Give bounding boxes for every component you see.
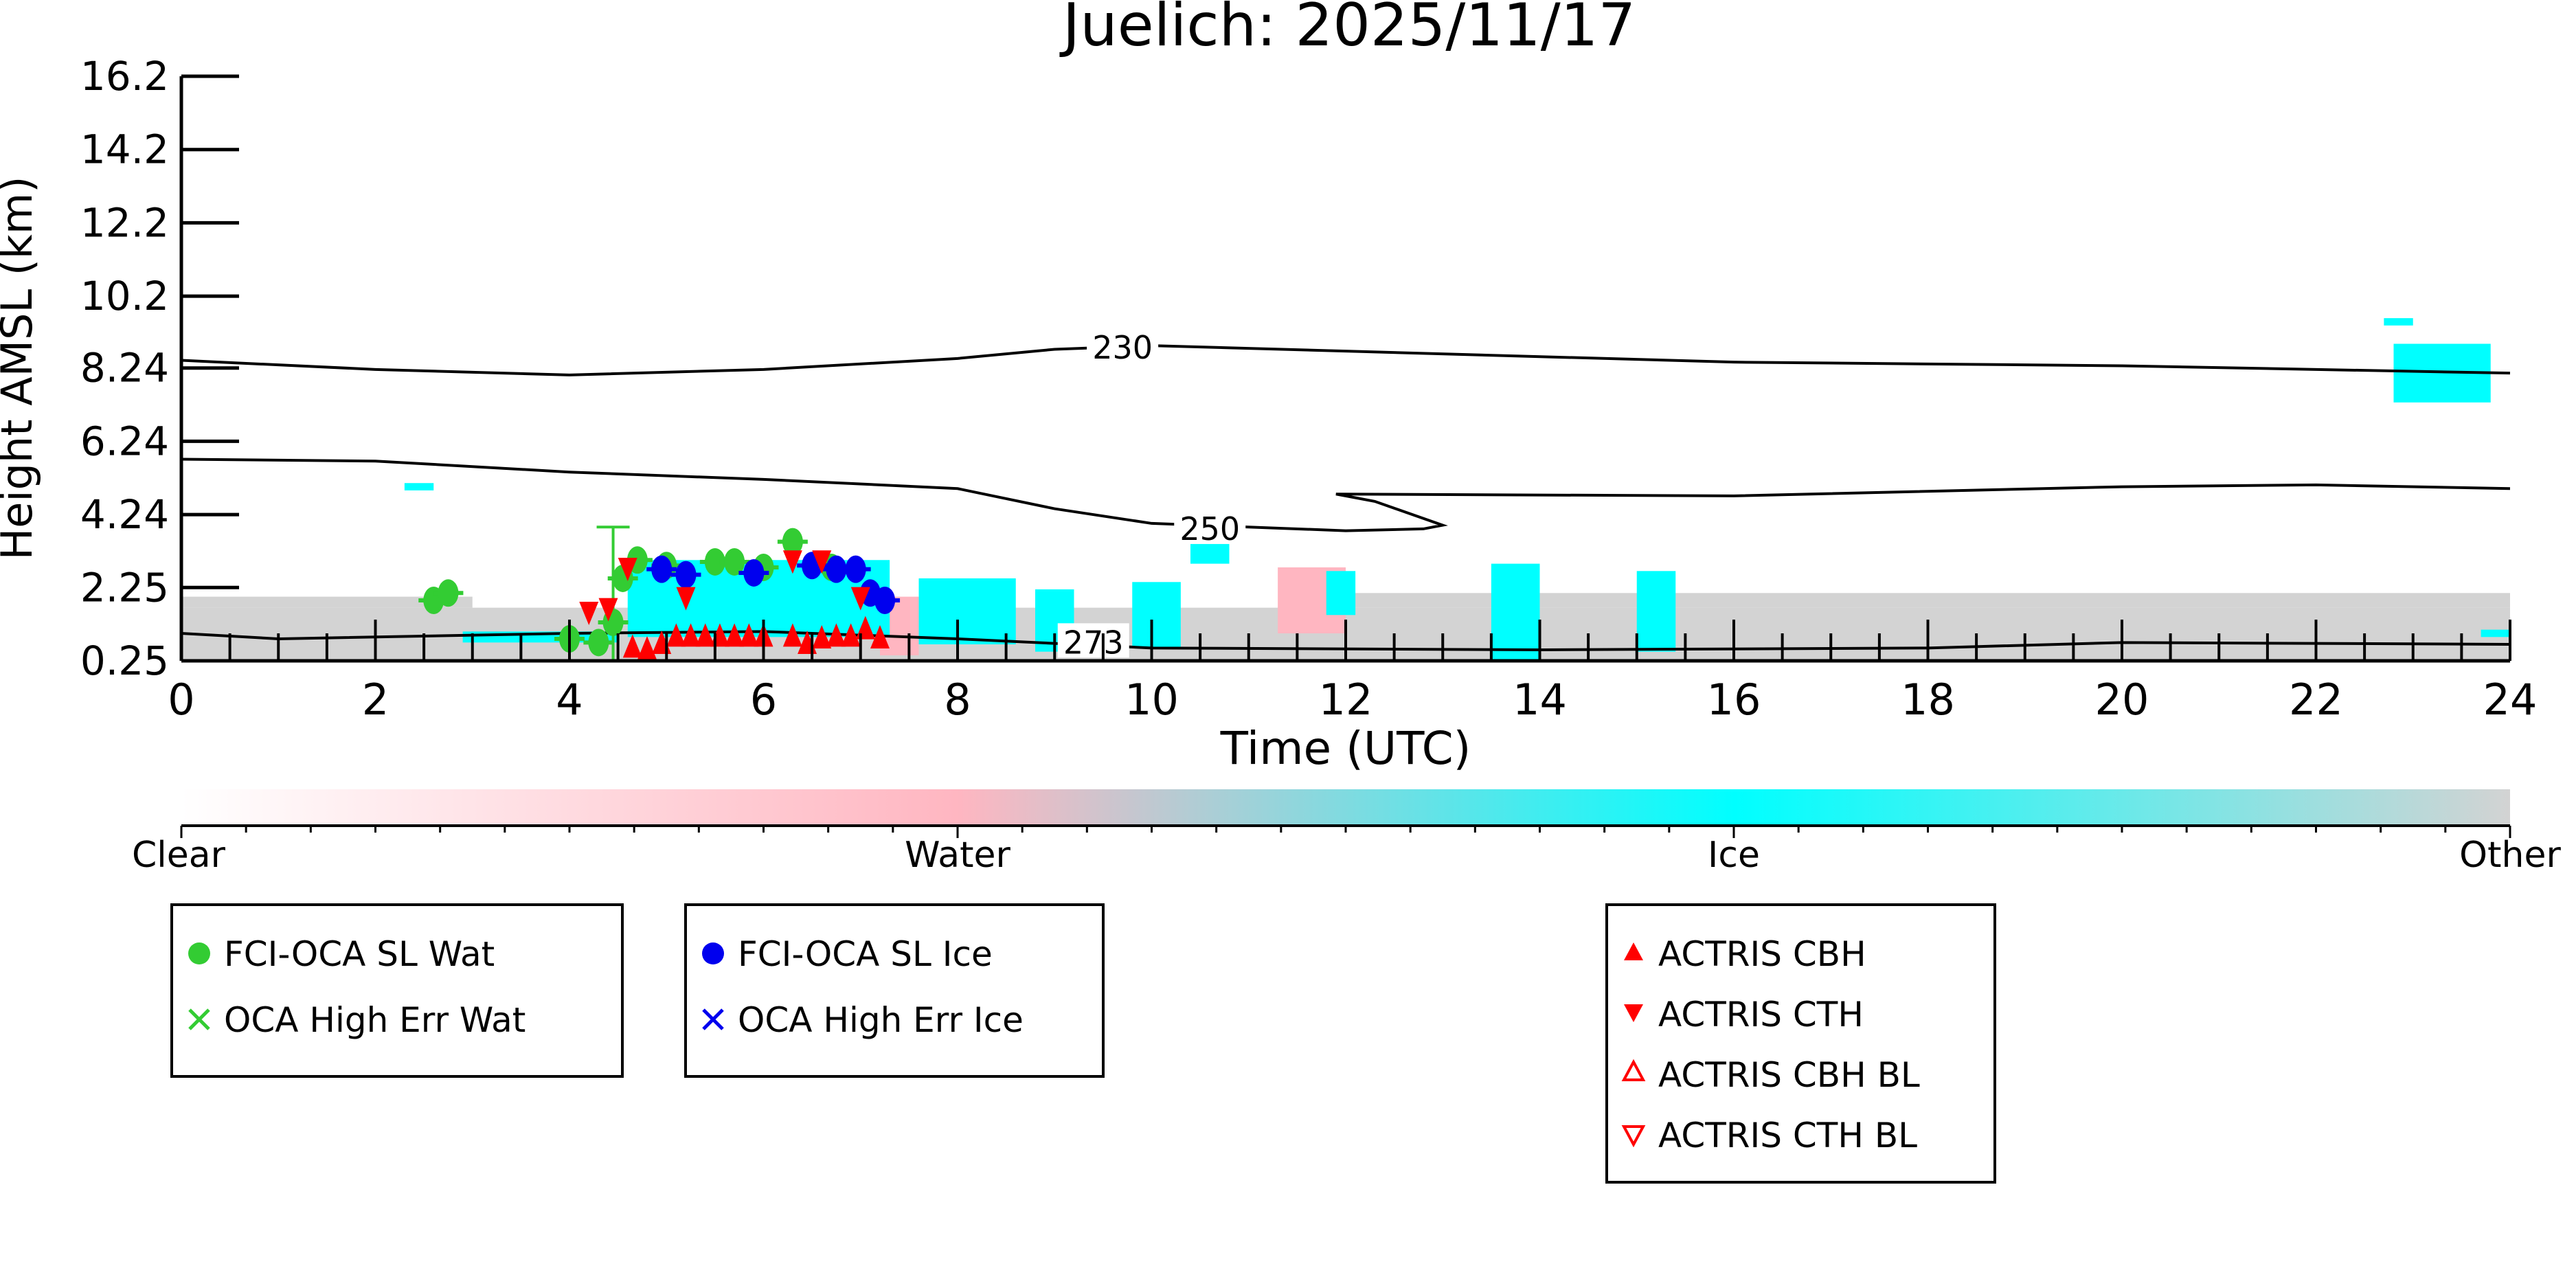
legend-marker-triangle-up (1624, 942, 1643, 960)
x-tick-label: 4 (556, 675, 583, 725)
temperature-contour-250 (181, 457, 2511, 532)
y-tick-label: 14.2 (80, 126, 169, 173)
legend-label: ACTRIS CBH BL (1658, 1055, 1920, 1095)
marker-actris-cth (598, 598, 618, 622)
y-tick-label: 4.24 (80, 491, 169, 538)
legend-label: OCA High Err Ice (738, 1000, 1024, 1040)
marker-actris-cth (618, 557, 637, 581)
cloud-region-ice (2481, 629, 2510, 637)
legend-marker-triangle-up-open (1621, 1059, 1646, 1081)
legend-label: FCI-OCA SL Wat (224, 934, 495, 974)
x-tick-label: 0 (168, 675, 194, 725)
colorbar-label-clear: Clear (132, 835, 226, 876)
y-tick-label: 0.25 (80, 637, 169, 684)
y-axis-label: Height AMSL (km) (0, 177, 42, 561)
x-tick-label: 8 (944, 675, 971, 725)
marker-actris-cbh (812, 624, 832, 648)
cloud-region-other (181, 596, 473, 608)
cloud-region-ice (1326, 571, 1356, 615)
marker-fci-oca-sl-ice (743, 558, 765, 587)
contour-label-bg (1174, 509, 1246, 544)
marker-actris-cbh (637, 635, 657, 659)
marker-fci-oca-sl-ice (651, 555, 673, 583)
legend-marker-circle-blue (702, 942, 724, 964)
colorbar-gradient (181, 789, 2510, 826)
x-tick-label: 22 (2289, 675, 2343, 725)
marker-actris-cbh (622, 634, 642, 658)
legend-actris: ACTRIS CBH ACTRIS CTH ACTRIS CBH BL ACTR… (1605, 903, 1996, 1184)
x-tick-label: 6 (750, 675, 777, 725)
colorbar: Clear Water Ice Other (132, 789, 2561, 876)
y-tick-label: 8.24 (80, 345, 169, 392)
marker-actris-cbh (681, 623, 701, 647)
legend-marker-circle-green (188, 942, 210, 964)
contour-label: 230 (1092, 329, 1153, 366)
x-tick-label: 2 (362, 675, 389, 725)
legend-marker-triangle-down (1624, 1004, 1643, 1022)
contour-label: 273 (1063, 624, 1124, 661)
cloud-region-ice (404, 483, 434, 490)
plot-area: 230 250 273 0.25 2.25 4.24 6.24 8.24 10.2 12.2 14.… (80, 53, 2538, 725)
marker-actris-cth (812, 550, 832, 574)
marker-fci-oca-sl-wat (724, 547, 745, 576)
chart-title: Juelich: 2025/11/17 (1059, 0, 1636, 60)
colorbar-label-ice: Ice (1708, 835, 1760, 876)
legend-ice: FCI-OCA SL Ice OCA High Err Ice (684, 903, 1105, 1078)
x-tick-label: 12 (1319, 675, 1373, 725)
legend-marker-triangle-down-open (1621, 1125, 1646, 1148)
x-tick-label: 18 (1901, 675, 1955, 725)
marker-fci-oca-sl-wat (782, 528, 803, 556)
marker-actris-cbh (870, 624, 890, 648)
marker-actris-cbh (739, 623, 759, 647)
x-tick-label: 10 (1125, 675, 1179, 725)
legend-water: FCI-OCA SL Wat OCA High Err Wat (170, 903, 624, 1078)
marker-fci-oca-sl-ice (675, 561, 697, 589)
legend-label: ACTRIS CBH (1658, 934, 1866, 974)
legend-marker-x-green (188, 1008, 210, 1030)
x-tick-label: 20 (2095, 675, 2149, 725)
cloud-region-ice (1491, 563, 1540, 661)
contour-label-bg (1057, 623, 1129, 658)
legend-label: FCI-OCA SL Ice (738, 934, 993, 974)
marker-fci-oca-sl-wat (588, 629, 609, 657)
marker-actris-cbh (826, 623, 846, 647)
cloud-region-ice (1636, 571, 1676, 652)
marker-actris-cbh (666, 623, 686, 647)
legend-label: ACTRIS CTH (1658, 995, 1864, 1035)
y-tick-label: 2.25 (80, 564, 169, 611)
y-tick-label: 10.2 (80, 273, 169, 319)
temperature-contour-230 (181, 344, 2511, 376)
marker-fci-oca-sl-ice (845, 555, 866, 583)
y-tick-label: 16.2 (80, 53, 169, 100)
legend-label: OCA High Err Wat (224, 1000, 526, 1040)
contour-label: 250 (1179, 510, 1240, 547)
marker-fci-oca-sl-ice (874, 586, 896, 614)
error-bar (596, 526, 630, 661)
x-axis-label: Time (UTC) (1220, 722, 1471, 775)
marker-actris-cbh (725, 623, 745, 647)
x-tick-label: 16 (1707, 675, 1761, 725)
legend-marker-x-blue (702, 1008, 724, 1030)
marker-fci-oca-sl-ice (826, 555, 847, 583)
marker-actris-cth (850, 587, 870, 611)
marker-fci-oca-sl-wat (704, 547, 725, 576)
marker-actris-cth (676, 587, 696, 611)
marker-fci-oca-sl-wat (438, 579, 459, 607)
marker-actris-cth (579, 601, 599, 625)
marker-actris-cbh (782, 623, 802, 647)
colorbar-label-water: Water (905, 835, 1010, 876)
y-tick-label: 6.24 (80, 418, 169, 464)
cloud-region-ice (918, 578, 1016, 644)
marker-actris-cbh (841, 623, 861, 647)
cloud-region-ice (1132, 582, 1181, 648)
marker-actris-cbh (695, 623, 715, 647)
colorbar-label-other: Other (2459, 835, 2561, 876)
contour-label-bg (1087, 328, 1159, 363)
marker-actris-cth (782, 550, 802, 574)
x-tick-label: 14 (1513, 675, 1567, 725)
x-tick-label: 24 (2483, 675, 2538, 725)
cloud-region-ice (2384, 318, 2413, 326)
y-tick-label: 12.2 (80, 199, 169, 246)
legend-label: ACTRIS CTH BL (1658, 1116, 1917, 1155)
